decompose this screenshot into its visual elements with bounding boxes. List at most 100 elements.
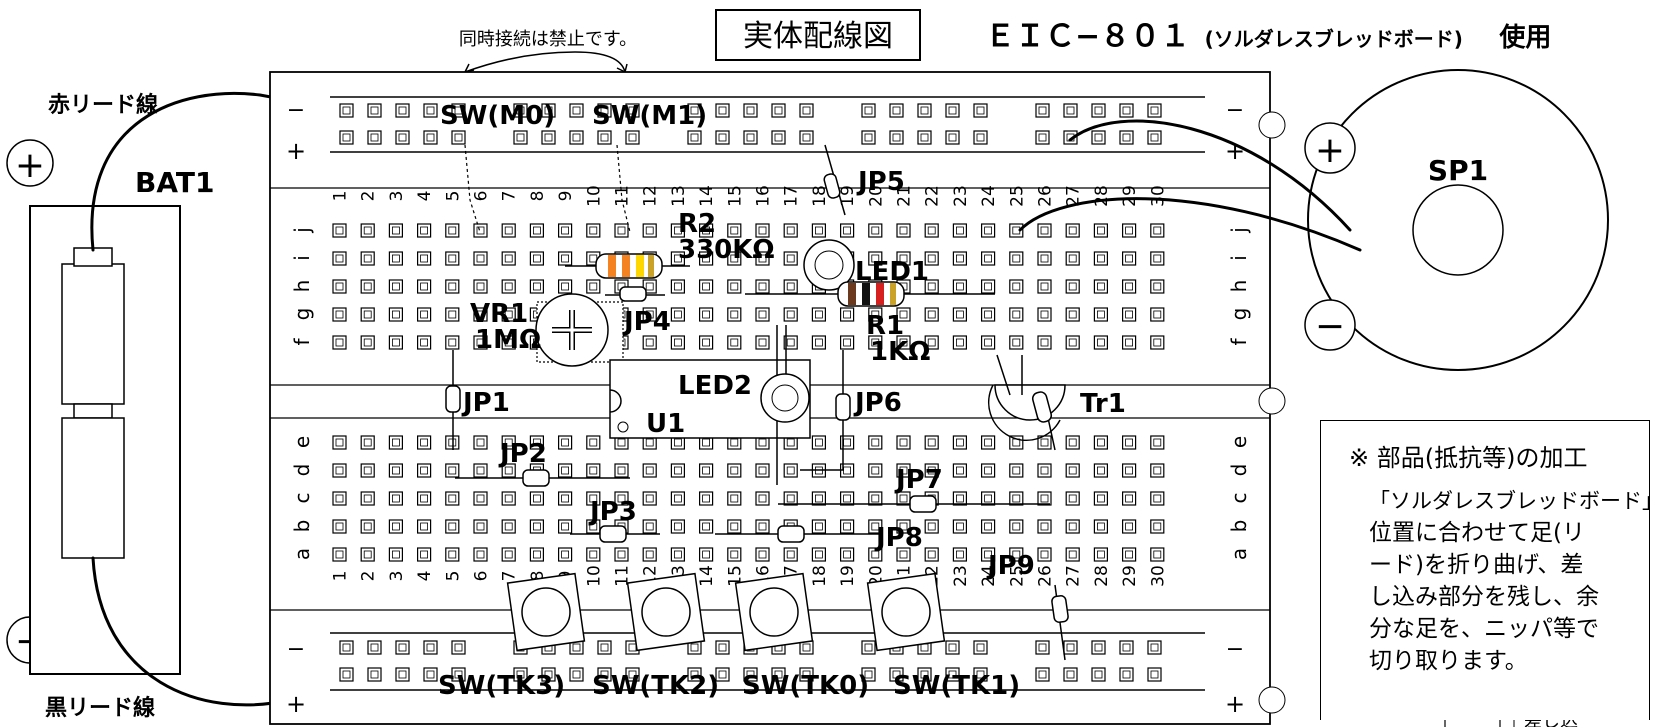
hole-d20-inner: [871, 466, 880, 475]
hole-d28: [1093, 463, 1109, 478]
hole-a28: [1093, 547, 1109, 562]
switch-tk2[interactable]: [626, 572, 706, 652]
hole-d28-inner: [1097, 466, 1105, 475]
label-vr1: VR1: [470, 299, 528, 329]
rail-hole-2-0-3-inner: [426, 643, 435, 652]
hole-g3-inner: [391, 310, 400, 319]
hole-a8-inner: [533, 550, 541, 559]
rail-minus-top-right: −: [1226, 98, 1244, 123]
rail-hole-1-2-2-inner: [746, 133, 755, 142]
row-letter-left-d: d: [290, 464, 314, 477]
hole-c10-inner: [589, 494, 598, 503]
jp6-lead: [800, 350, 844, 471]
rail-hole-0-4-3-inner: [1122, 106, 1131, 115]
hole-d4-inner: [420, 466, 429, 475]
hole-i25: [1009, 251, 1024, 266]
hole-j17-inner: [786, 226, 795, 235]
rail-hole-0-2-3: [771, 103, 786, 118]
hole-b6: [473, 519, 488, 534]
hole-i28: [1093, 251, 1109, 266]
rail-hole-1-2-0-inner: [690, 133, 699, 142]
mount-notch-2: [1258, 387, 1286, 415]
hole-b7: [501, 519, 516, 534]
hole-d17: [783, 463, 798, 478]
hole-b12: [642, 519, 657, 534]
hole-j11: [614, 223, 629, 238]
hole-a6-inner: [476, 550, 485, 559]
hole-d29: [1121, 463, 1137, 478]
hole-j8-inner: [533, 226, 541, 235]
hole-c19: [839, 491, 855, 506]
rail-hole-1-0-2-inner: [398, 133, 407, 142]
rail-hole-0-4-4: [1147, 103, 1162, 118]
rail-hole-1-1-4-inner: [628, 133, 637, 142]
sw-m0-dotted-lead: [464, 144, 481, 233]
hole-h27: [1065, 279, 1080, 294]
rail-hole-1-0-3: [423, 130, 438, 145]
hole-i14-inner: [702, 254, 710, 263]
hole-f3: [388, 335, 403, 350]
rail-hole-3-3-2-inner: [920, 670, 929, 679]
rail-hole-1-0-1: [367, 130, 382, 145]
col-number-top-20: 20: [866, 185, 886, 207]
rail-hole-0-1-0-inner: [516, 106, 525, 115]
label-jp3: JP3: [588, 497, 637, 527]
hole-h30: [1150, 279, 1165, 294]
col-number-bottom-8: 8: [528, 571, 548, 582]
hole-f18-inner: [815, 338, 823, 347]
rail-hole-0-4-2-inner: [1094, 106, 1103, 115]
hole-j15-inner: [730, 226, 739, 235]
rail-hole-1-3-2: [917, 130, 932, 145]
red-lead-label: 赤リード線: [48, 92, 158, 118]
hole-j5-inner: [448, 226, 457, 235]
switch-tk3[interactable]: [506, 572, 586, 652]
rail-hole-2-4-0-inner: [1038, 643, 1047, 652]
rail-hole-3-4-2-inner: [1094, 670, 1103, 679]
hole-c8: [529, 491, 545, 506]
col-number-top-26: 26: [1036, 185, 1056, 207]
rail-hole-2-0-4: [451, 640, 466, 655]
col-number-top-24: 24: [979, 185, 999, 207]
hole-c19-inner: [843, 494, 851, 503]
hole-g1-inner: [335, 310, 344, 319]
rail-minus-top-left: −: [287, 98, 305, 123]
row-letter-right-a: a: [1227, 548, 1251, 560]
hole-i27-inner: [1068, 254, 1077, 263]
rail-hole-2-0-2-inner: [398, 643, 407, 652]
switch-tk1[interactable]: [866, 572, 946, 652]
note-line-2: 位置に合わせて足(リ: [1369, 520, 1585, 546]
hole-a1-inner: [335, 550, 344, 559]
hole-i25-inner: [1012, 254, 1021, 263]
hole-f18: [811, 335, 827, 350]
hole-a29-inner: [1125, 550, 1133, 559]
hole-d1-inner: [335, 466, 344, 475]
hole-f3-inner: [391, 338, 400, 347]
led1-body: [803, 239, 855, 291]
hole-e8-inner: [533, 438, 541, 447]
label-jp4: JP4: [622, 307, 671, 337]
hole-g28-inner: [1097, 310, 1105, 319]
hole-e23-inner: [956, 438, 964, 447]
hole-c5-inner: [448, 494, 457, 503]
hole-h26-inner: [1040, 282, 1049, 291]
hole-e18: [811, 435, 827, 450]
switch-tk0[interactable]: [734, 572, 814, 652]
rail-hole-2-3-0: [861, 640, 876, 655]
hole-f5-inner: [448, 338, 457, 347]
rail-hole-2-2-1-inner: [718, 643, 727, 652]
hole-g5-inner: [448, 310, 457, 319]
hole-d30-inner: [1153, 466, 1162, 475]
rail-plus-top-left: +: [286, 137, 306, 165]
hole-e24: [980, 435, 996, 450]
hole-d23: [952, 463, 968, 478]
row-letter-left-a: a: [290, 548, 314, 560]
label-jp9: JP9: [986, 551, 1035, 581]
hole-b16: [755, 519, 770, 534]
hole-c15: [727, 491, 742, 506]
rail-hole-1-3-1: [889, 130, 904, 145]
hole-e29-inner: [1125, 438, 1133, 447]
hole-e17-inner: [786, 438, 795, 447]
hole-h9: [557, 279, 573, 294]
rail-hole-3-2-1-inner: [718, 670, 727, 679]
hole-f19-inner: [843, 338, 851, 347]
